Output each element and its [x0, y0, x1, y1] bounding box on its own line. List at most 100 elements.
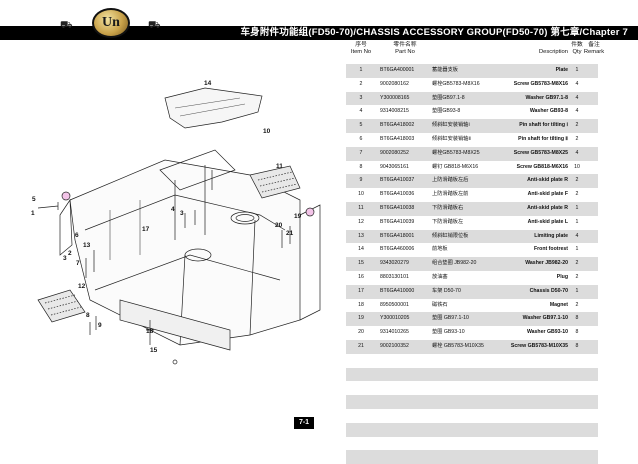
empty-row [346, 381, 598, 395]
description: Plate [555, 67, 568, 73]
part-number: BT6GA460006 [380, 246, 415, 253]
quantity: 2 [575, 177, 579, 184]
chinese-name: 下防滑踏板右 [432, 204, 464, 211]
callout-label: 9 [98, 322, 102, 329]
quantity: 8 [575, 315, 579, 322]
callout-label: 19 [294, 213, 302, 220]
empty-row [346, 450, 598, 464]
description: Washer GB93-10 [526, 329, 568, 336]
item-number: 8 [359, 163, 363, 170]
item-number: 10 [358, 191, 364, 198]
description: Washer GB97.1-8 [525, 94, 568, 101]
col-pn-cn: 零件名称 [393, 42, 417, 48]
description: Plug [556, 273, 568, 280]
part-number: 9343020279 [380, 260, 409, 267]
description: Front footrest [533, 246, 568, 253]
item-number: 14 [358, 246, 364, 253]
page-title: 车身附件功能组(FD50-70)/CHASSIS ACCESSORY GROUP… [240, 27, 628, 38]
quantity: 2 [575, 273, 579, 280]
chinese-name: 螺栓GB5783-M8X25 [432, 149, 480, 156]
description: Screw GB5783-M8X16 [513, 80, 568, 87]
part-number: BT6GA410039 [380, 218, 415, 225]
callout-label: 17 [142, 226, 150, 233]
part-number: Y300010205 [380, 315, 410, 322]
part-number: BT6GA410036 [380, 191, 415, 198]
part-number: 9314008215 [380, 108, 409, 115]
chinese-name: 螺钉 GB818-M6X16 [432, 163, 479, 170]
quantity: 10 [574, 163, 580, 170]
callout-label: 2 [68, 250, 72, 257]
quantity: 2 [575, 122, 579, 129]
description: Screw GB818-M6X16 [516, 163, 568, 170]
description: Limiting plate [534, 232, 568, 239]
chinese-name: 垫圈GB97.1-8 [432, 94, 465, 101]
chinese-name: 放油塞 [432, 273, 448, 280]
quantity: 4 [575, 149, 579, 156]
item-number: 13 [358, 232, 364, 239]
part-number: BT6GA410000 [380, 287, 415, 294]
chinese-name: 垫圈 GB93-10 [432, 329, 465, 336]
quantity: 8 [575, 342, 579, 349]
item-number: 21 [358, 342, 364, 349]
part-number: Y300008165 [380, 94, 410, 101]
description: Anti-skid plate L [527, 218, 568, 225]
item-number: 7 [359, 149, 363, 156]
item-number: 11 [358, 204, 364, 211]
part-number: BT6GA400001 [380, 67, 415, 73]
chinese-name: 螺栓 GB5783-M10X35 [432, 342, 484, 349]
part-number: 9314010265 [380, 329, 409, 336]
callout-label: 21 [286, 230, 294, 237]
page-number: 7-1 [294, 417, 314, 429]
callout-label: 20 [275, 222, 283, 229]
front-footrest-part [164, 87, 263, 129]
chinese-name: 垫圈GB93-8 [432, 108, 461, 115]
chassis-frame [69, 159, 301, 346]
quantity: 1 [575, 246, 579, 253]
callout-label: 14 [204, 80, 212, 87]
empty-row [346, 367, 598, 382]
col-qty-en: Qty [572, 49, 582, 55]
quantity: 4 [575, 108, 579, 115]
part-number: BT6GA410038 [380, 204, 415, 211]
description: Screw GB5783-M8X25 [513, 149, 568, 156]
col-qty-cn: 件数 [571, 42, 583, 48]
anti-skid-plate-10 [249, 165, 301, 199]
callout-label: 1 [31, 210, 35, 217]
item-number: 16 [358, 273, 364, 280]
chinese-name: 倾斜缸安装销轴Ⅱ [432, 135, 471, 142]
description: Anti-skid plate R [527, 204, 568, 211]
quantity: 2 [575, 260, 579, 267]
item-number: 1 [359, 67, 363, 73]
callout-label: 6 [75, 232, 79, 239]
col-desc-en: Description [539, 49, 568, 55]
forklift-icon: ⛟ [148, 20, 161, 31]
part-number: 8950500001 [380, 301, 409, 308]
description: Chassis D50-70 [529, 287, 568, 294]
callout-label: 8 [86, 312, 90, 319]
part-number: BT6GA418001 [380, 232, 415, 239]
description: Pin shaft for tilting Ⅱ [518, 135, 568, 142]
item-number: 12 [358, 218, 364, 225]
forklift-icon: ⛟ [60, 20, 73, 31]
anti-skid-plate-9 [37, 289, 86, 323]
col-rem-en: Remark [583, 49, 605, 55]
chinese-name: 车架 D50-70 [432, 287, 461, 294]
empty-row [346, 422, 598, 437]
item-number: 17 [358, 287, 364, 294]
callout-label: 4 [171, 206, 175, 213]
part-number: 9002080252 [380, 149, 409, 156]
description: Anti-skid plate R [527, 177, 568, 184]
description: Screw GB5783-M10X35 [510, 342, 568, 349]
